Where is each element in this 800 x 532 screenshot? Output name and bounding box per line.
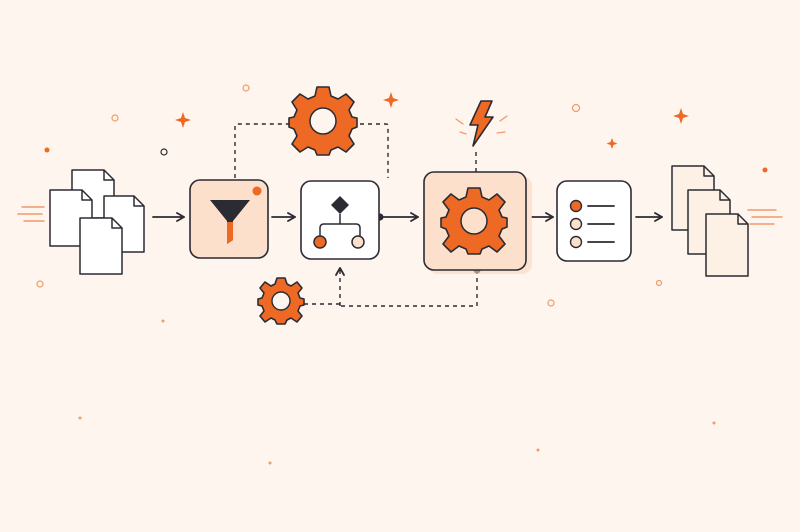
sparkle-icon [383, 92, 399, 108]
list-step-box [556, 180, 632, 262]
decorations [17, 84, 783, 465]
dot [547, 299, 555, 307]
decision-step-box [300, 180, 380, 260]
dashed-connectors [234, 123, 478, 307]
dot [160, 148, 168, 156]
dashed-top-loop [234, 123, 292, 178]
gear-icon [257, 277, 305, 325]
document-icon [705, 213, 749, 277]
dot [762, 167, 768, 173]
checklist-icon [569, 199, 615, 249]
document-icon [79, 217, 123, 275]
sparkle-icon [175, 112, 191, 128]
sparkle-icon [673, 108, 689, 124]
dot [78, 416, 82, 420]
dot [44, 147, 50, 153]
input-documents [49, 169, 145, 275]
dot [655, 279, 663, 287]
dot [712, 421, 716, 425]
decision-tree-icon [313, 196, 365, 249]
funnel-icon [210, 200, 250, 244]
sparkle-icon [606, 138, 618, 149]
dot [111, 114, 119, 122]
gear-icon [288, 86, 358, 156]
dashed-top-loop-right [352, 123, 389, 178]
process-step-box [423, 171, 532, 274]
dot [536, 448, 540, 452]
filter-step-box [189, 179, 269, 259]
dot [571, 103, 581, 113]
dot [161, 319, 165, 323]
speed-lines-left [17, 206, 45, 222]
dot [242, 84, 250, 92]
lightning-bolt-icon [455, 100, 508, 147]
status-dot [252, 186, 262, 196]
gear-icon [440, 187, 508, 255]
speed-lines-right [747, 209, 783, 225]
dot [36, 280, 44, 288]
dashed-bottom-loop [340, 270, 478, 307]
output-documents [671, 165, 749, 277]
dot [268, 461, 272, 465]
